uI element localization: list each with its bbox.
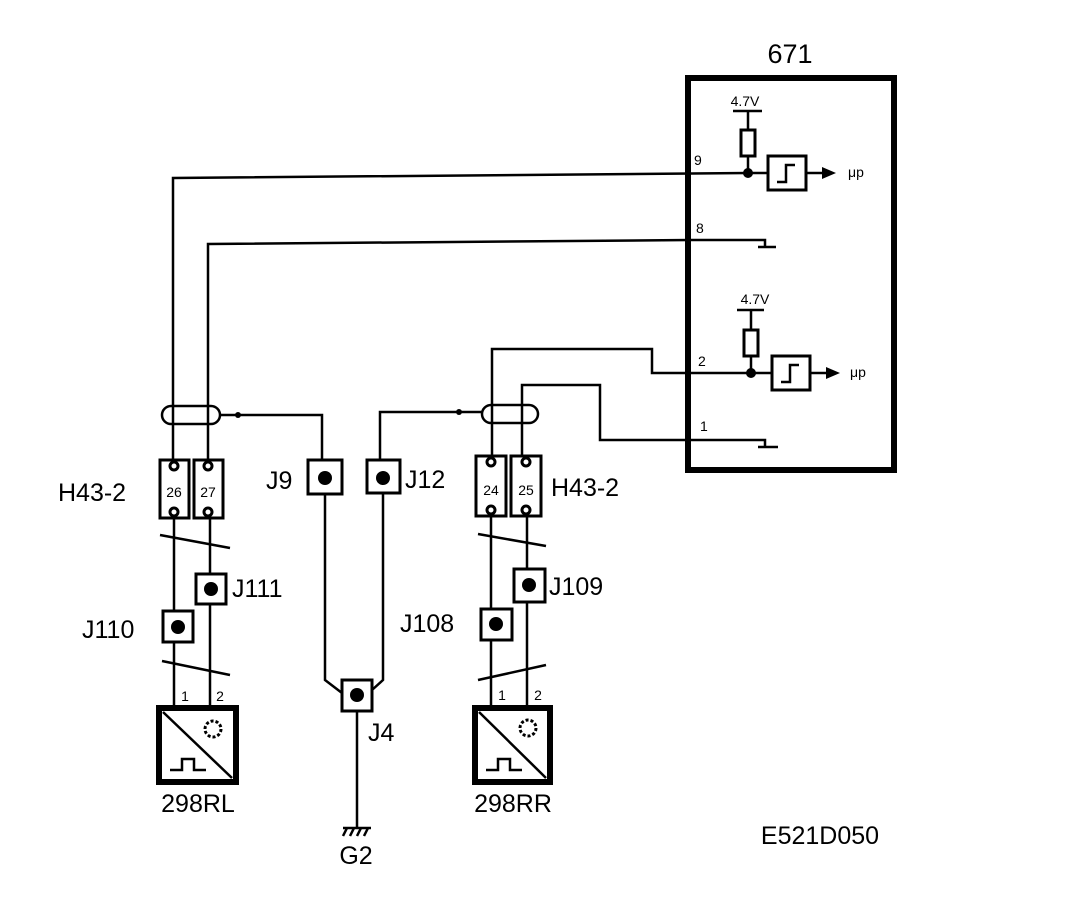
twisted-pair-shield-right — [480, 403, 540, 425]
ground-label: G2 — [339, 842, 372, 870]
connector-pin-27: 27 — [200, 484, 216, 500]
twist-marker-upper-left — [159, 533, 231, 550]
internal-ground-pin-8 — [690, 238, 767, 246]
microprocessor-label-bottom: μp — [850, 364, 866, 380]
left-sensor-wiring: J111 J110 — [82, 518, 283, 708]
shield-drain-left — [220, 413, 324, 462]
junction-label-j9: J9 — [266, 467, 292, 495]
right-sensor-wiring: J109 J108 — [400, 516, 603, 708]
pullup-resistor-bottom — [742, 328, 760, 358]
connector-pin-25: 25 — [518, 482, 534, 498]
junction-label-j109: J109 — [549, 573, 603, 601]
wire-pin1-to-25 — [520, 383, 690, 458]
twist-marker-upper-right — [477, 532, 547, 548]
supply-voltage-bottom: 4.7V — [741, 291, 770, 307]
gear-icon — [203, 719, 223, 739]
junction-label-j108: J108 — [400, 610, 454, 638]
junction-label-j4: J4 — [368, 719, 395, 747]
sensor-pin-1-left: 1 — [181, 688, 189, 704]
ground-drain-network: J9 J12 J4 G2 — [266, 458, 445, 870]
connector-label-right: H43-2 — [551, 474, 619, 502]
ecu-pin-2: 2 — [698, 353, 706, 369]
pullup-resistor-top — [739, 128, 757, 158]
twist-marker-lower-right — [477, 663, 547, 682]
internal-ground-pin-1 — [690, 438, 767, 446]
sensor-298rr: 1 2 298RR — [472, 687, 553, 818]
ecu-pin-8: 8 — [696, 220, 704, 236]
ecu-pin-1: 1 — [700, 418, 708, 434]
wire-pin9-to-26 — [171, 171, 749, 462]
signal-wires — [171, 168, 756, 462]
wire-pin8-to-27 — [206, 238, 691, 462]
sensor-298rl: 1 2 298RL — [156, 688, 239, 818]
sensor-label-left: 298RL — [161, 790, 235, 818]
input-circuit-top: 4.7V μp — [731, 93, 864, 192]
twist-marker-lower-left — [161, 659, 231, 677]
input-circuit-bottom: 4.7V μp — [737, 291, 866, 392]
ground-symbol — [341, 826, 371, 837]
shield-drain-right — [378, 410, 482, 462]
control-module-671: 671 4.7V μp 4.7V μp — [685, 39, 897, 473]
wire-pin2-to-24 — [490, 347, 751, 458]
sensor-label-right: 298RR — [474, 790, 552, 818]
pulse-signal-icon — [170, 757, 206, 772]
connector-pin-26: 26 — [166, 484, 182, 500]
gear-icon — [518, 718, 538, 738]
connector-h43-2-right: 24 25 H43-2 — [474, 454, 619, 518]
ecu-pin-9: 9 — [694, 152, 702, 168]
junction-label-j110: J110 — [82, 616, 134, 644]
junction-label-j12: J12 — [405, 466, 445, 494]
connector-h43-2-left: 26 27 H43-2 — [58, 458, 225, 520]
junction-j108 — [479, 607, 514, 642]
microprocessor-label-top: μp — [848, 164, 864, 180]
pulse-signal-icon — [486, 757, 522, 772]
control-module-box — [685, 75, 897, 473]
sensor-pin-1-right: 1 — [498, 687, 506, 703]
connector-label-left: H43-2 — [58, 479, 126, 507]
supply-voltage-top: 4.7V — [731, 93, 760, 109]
sensor-pin-2-left: 2 — [216, 688, 224, 704]
twisted-pair-shield-left — [160, 404, 222, 426]
figure-code: E521D050 — [761, 822, 879, 850]
junction-label-j111: J111 — [232, 575, 283, 603]
connector-pin-24: 24 — [483, 482, 499, 498]
control-module-label: 671 — [767, 39, 812, 69]
sensor-pin-2-right: 2 — [534, 687, 542, 703]
